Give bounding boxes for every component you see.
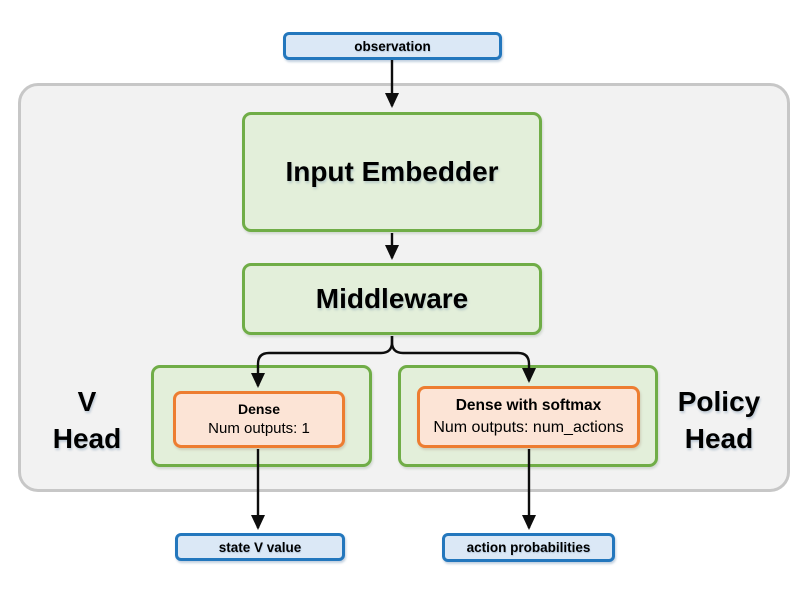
v-head-dense-title: Dense: [237, 400, 281, 417]
v-head-label-line2: Head: [52, 423, 122, 454]
policy-head-dense-title: Dense with softmax: [455, 396, 602, 414]
middleware-label: Middleware: [315, 283, 469, 314]
policy-head-label-line2: Head: [684, 423, 754, 454]
v-head-dense-layer: Dense Num outputs: 1: [173, 391, 345, 448]
policy-head-dense-subtitle: Num outputs: num_actions: [433, 418, 624, 436]
action-probabilities-node: action probabilities: [442, 533, 615, 562]
state-v-value-node: state V value: [175, 533, 345, 561]
v-head-dense-subtitle: Num outputs: 1: [208, 419, 310, 437]
policy-head-dense-layer: Dense with softmax Num outputs: num_acti…: [417, 386, 640, 448]
state-v-value-label: state V value: [218, 539, 302, 555]
observation-label: observation: [354, 38, 431, 54]
policy-head-label-line1: Policy: [677, 386, 761, 417]
policy-head-label: Policy Head: [656, 381, 782, 459]
input-embedder-label: Input Embedder: [285, 156, 499, 187]
middleware-block: Middleware: [242, 263, 542, 335]
observation-node: observation: [283, 32, 502, 60]
v-head-label-line1: V: [77, 386, 97, 417]
v-head-label: V Head: [28, 381, 146, 459]
input-embedder-block: Input Embedder: [242, 112, 542, 232]
action-probabilities-label: action probabilities: [466, 540, 591, 555]
